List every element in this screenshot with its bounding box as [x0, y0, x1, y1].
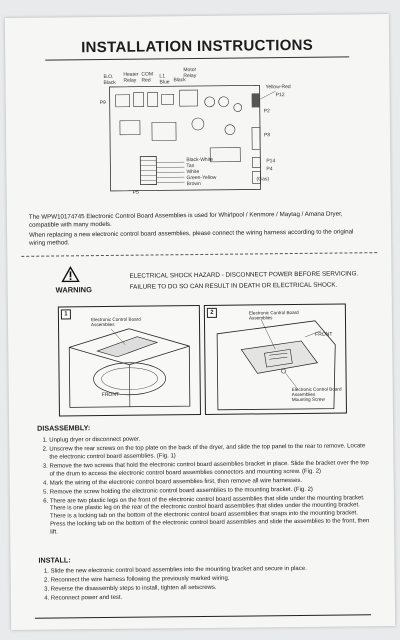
intro-text: The WPW10174745 Electronic Control Board…	[29, 210, 371, 250]
disassembly-steps: Unplug dryer or disconnect power. Unscre…	[37, 434, 370, 538]
figure-1-number: 1	[60, 309, 71, 320]
warning-triangle-icon	[61, 266, 80, 283]
wiring-diagram: B.O. Black Heater Relay COM Red L1 Blue …	[79, 67, 320, 202]
figure-2: 2 Electronic Control Board Assemblies FR…	[203, 303, 347, 415]
label-com-red: COM Red	[141, 71, 154, 84]
label-p2: P2	[263, 108, 270, 115]
title-underline	[45, 56, 350, 61]
list-item: Reconnect power and test.	[51, 592, 371, 603]
page-title: INSTALLATION INSTRUCTIONS	[81, 36, 314, 57]
figure-1-front: FRONT	[101, 391, 120, 399]
label-p12: P12	[275, 92, 285, 99]
label-p4: P4	[266, 166, 273, 173]
figure-2-label-2: Electronic Control Board Assemblies Moun…	[291, 386, 342, 403]
dashed-divider	[21, 252, 378, 257]
label-p14: P14	[266, 158, 276, 165]
dryer-top-drawing	[68, 328, 191, 408]
control-board-drawing	[109, 84, 276, 192]
warning-line-2: FAILURE TO DO SO CAN RESULT IN DEATH OR …	[129, 281, 338, 291]
install-heading: INSTALL:	[38, 555, 71, 565]
label-l1-blue: L1 Blue	[159, 73, 170, 85]
intro-line-1: The WPW10174745 Electronic Control Board…	[28, 210, 343, 229]
label-gas: (Gas)	[256, 176, 270, 183]
warning-label: WARNING	[55, 285, 92, 295]
label-p9: P9	[99, 99, 106, 107]
warning-text: ELECTRICAL SHOCK HAZARD - DISCONNECT POW…	[129, 268, 359, 292]
disassembly-heading: DISASSEMBLY:	[37, 423, 91, 433]
label-bo-black: B.O. Black	[103, 73, 116, 86]
label-p8: P8	[264, 132, 271, 139]
figure-2-front: FRONT	[315, 331, 333, 338]
label-p5: P5	[132, 189, 139, 196]
bracket-drawing	[216, 319, 336, 411]
figure-2-label: Electronic Control Board Assemblies	[248, 309, 299, 321]
list-item: Unscrew the rear screws on the top plate…	[49, 443, 369, 462]
figure-2-number: 2	[206, 307, 217, 318]
list-item: Remove the two screws that hold the elec…	[49, 460, 369, 479]
label-brown: Brown	[186, 180, 201, 188]
bottom-rule	[35, 614, 372, 619]
label-heater-relay: Heater Relay	[123, 71, 139, 84]
figure-1: 1 Electronic Control Board Assemblies FR…	[57, 305, 201, 417]
list-item: There are two plastic legs on the front …	[50, 495, 370, 537]
intro-line-2: When replacing a new electronic control …	[29, 228, 354, 247]
instruction-sheet: INSTALLATION INSTRUCTIONS	[4, 14, 396, 630]
install-steps: Slide the new electronic control board a…	[39, 565, 371, 604]
label-yellow-red: Yellow-Red	[265, 84, 291, 91]
figure-1-label: Electronic Control Board Assemblies	[90, 316, 141, 328]
label-motor-relay: Motor Relay	[183, 67, 197, 79]
